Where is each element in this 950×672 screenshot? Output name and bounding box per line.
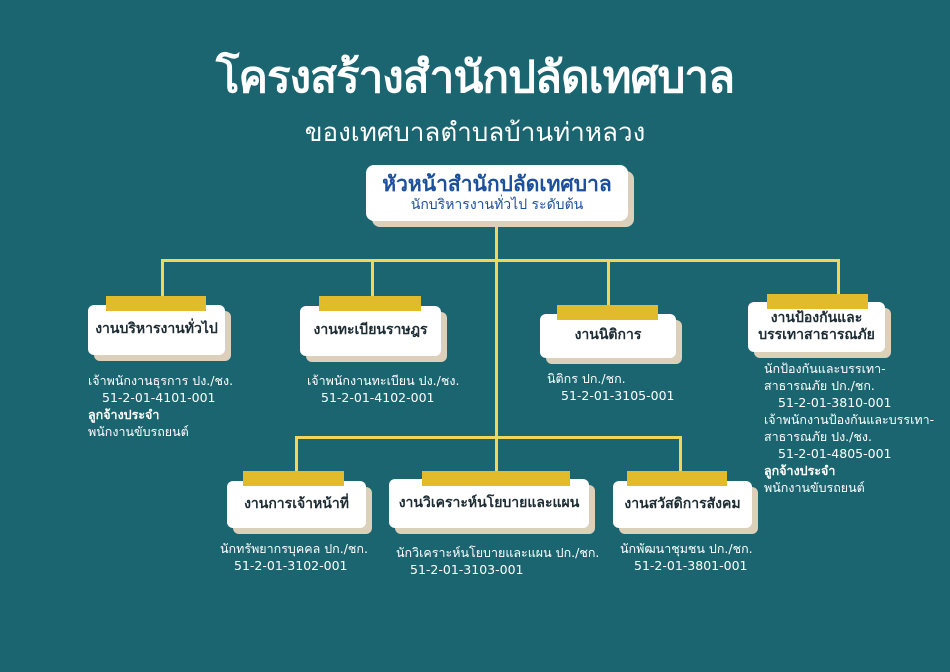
unit-name: งานวิเคราะห์นโยบายและแผน xyxy=(398,494,580,511)
connector-trunk xyxy=(495,222,498,438)
desc-code: 51-2-01-3801-001 xyxy=(634,558,748,573)
desc-emp: พนักงานขับรถยนต์ xyxy=(764,480,865,495)
desc-line: นิติกร ปก./ชก. xyxy=(547,371,626,386)
unit-tab xyxy=(557,305,658,320)
unit-tab xyxy=(422,471,570,486)
connector-top-horizontal xyxy=(161,259,840,262)
desc-emp-label: ลูกจ้างประจำ xyxy=(88,407,160,422)
desc-code: 51-2-01-4102-001 xyxy=(321,390,435,405)
connector-drop xyxy=(161,259,164,299)
desc-line: นักพัฒนาชุมชน ปก./ชก. xyxy=(620,541,753,556)
connector-bottom-horizontal xyxy=(295,436,682,439)
unit-box-personnel: งานการเจ้าหน้าที่ xyxy=(227,481,366,528)
page-title: โครงสร้างสำนักปลัดเทศบาล xyxy=(215,52,735,103)
connector-drop xyxy=(371,261,374,299)
desc-line: นักวิเคราะห์นโยบายและแผน ปก./ชก. xyxy=(396,545,600,560)
unit-name: งานสวัสดิการสังคม xyxy=(624,495,741,512)
unit-desc: นิติกร ปก./ชก. 51-2-01-3105-001 xyxy=(547,370,674,404)
desc-emp: พนักงานขับรถยนต์ xyxy=(88,424,189,439)
unit-name: งานบริหารงานทั่วไป xyxy=(95,321,218,338)
desc-line: เจ้าพนักงานป้องกันและบรรเทา- xyxy=(764,412,935,427)
head-position: นักบริหารงานทั่วไป ระดับต้น xyxy=(410,197,584,214)
unit-desc: นักทรัพยากรบุคคล ปก./ชก. 51-2-01-3102-00… xyxy=(220,540,368,574)
desc-code: 51-2-01-4101-001 xyxy=(102,390,216,405)
unit-name: งานป้องกันและ xyxy=(770,309,863,326)
desc-code: 51-2-01-3810-001 xyxy=(778,395,892,410)
unit-tab xyxy=(767,294,868,309)
head-box: หัวหน้าสำนักปลัดเทศบาล นักบริหารงานทั่วไ… xyxy=(366,165,628,221)
desc-emp-label: ลูกจ้างประจำ xyxy=(764,463,836,478)
desc-line: นักทรัพยากรบุคคล ปก./ชก. xyxy=(220,541,368,556)
unit-box-social-welfare: งานสวัสดิการสังคม xyxy=(613,481,752,528)
unit-tab xyxy=(243,471,344,486)
unit-box-disaster-prevention: งานป้องกันและ บรรเทาสาธารณภัย xyxy=(748,302,885,352)
unit-box-general-admin: งานบริหารงานทั่วไป xyxy=(88,305,225,355)
unit-name: งานทะเบียนราษฎร xyxy=(313,322,428,339)
unit-tab xyxy=(627,471,727,486)
head-title: หัวหน้าสำนักปลัดเทศบาล xyxy=(382,172,612,197)
desc-line: นักป้องกันและบรรเทา- xyxy=(764,361,886,376)
connector-drop xyxy=(607,261,610,307)
page-subtitle: ของเทศบาลตำบลบ้านท่าหลวง xyxy=(304,118,646,148)
connector-drop xyxy=(495,436,498,472)
desc-line: สาธารณภัย ปก./ชก. xyxy=(764,378,875,393)
desc-line: สาธารณภัย ปง./ชง. xyxy=(764,429,872,444)
desc-code: 51-2-01-3105-001 xyxy=(561,388,675,403)
unit-box-policy-planning: งานวิเคราะห์นโยบายและแผน xyxy=(389,479,589,528)
unit-tab xyxy=(106,296,206,311)
unit-box-civil-registration: งานทะเบียนราษฎร xyxy=(300,306,441,356)
unit-desc: เจ้าพนักงานทะเบียน ปง./ชง. 51-2-01-4102-… xyxy=(307,372,459,406)
unit-name: งานนิติการ xyxy=(574,327,642,344)
unit-desc: นักป้องกันและบรรเทา- สาธารณภัย ปก./ชก. 5… xyxy=(764,360,934,496)
desc-line: เจ้าพนักงานธุรการ ปง./ชง. xyxy=(88,373,234,388)
connector-drop xyxy=(837,259,840,297)
desc-code: 51-2-01-3102-001 xyxy=(234,558,348,573)
unit-desc: เจ้าพนักงานธุรการ ปง./ชง. 51-2-01-4101-0… xyxy=(88,372,233,440)
desc-code: 51-2-01-3103-001 xyxy=(410,562,524,577)
desc-line: เจ้าพนักงานทะเบียน ปง./ชง. xyxy=(307,373,460,388)
connector-drop xyxy=(679,436,682,472)
desc-code: 51-2-01-4805-001 xyxy=(778,446,892,461)
unit-desc: นักพัฒนาชุมชน ปก./ชก. 51-2-01-3801-001 xyxy=(620,540,753,574)
unit-box-legal: งานนิติการ xyxy=(540,314,676,358)
unit-desc: นักวิเคราะห์นโยบายและแผน ปก./ชก. 51-2-01… xyxy=(396,544,599,578)
unit-tab xyxy=(319,296,421,311)
connector-drop xyxy=(295,436,298,472)
unit-name: บรรเทาสาธารณภัย xyxy=(758,327,875,343)
unit-name: งานการเจ้าหน้าที่ xyxy=(244,495,349,512)
